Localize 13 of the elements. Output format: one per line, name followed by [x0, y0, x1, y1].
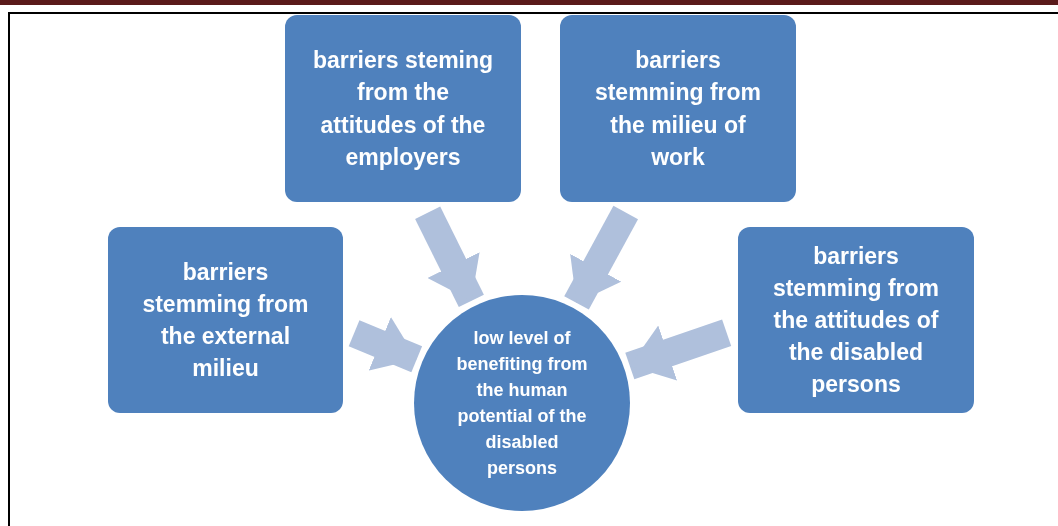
node-text: barriers stemming from the attitudes of the disabled persons [771, 241, 941, 400]
block-arrow [348, 317, 423, 373]
cause-box [285, 15, 521, 202]
cause-box [738, 227, 974, 413]
node-text: barriers stemming from the external milieu [141, 257, 310, 384]
cause-box [560, 15, 796, 202]
node-text: low level of benefiting from the human potential of the disabled persons [455, 326, 589, 481]
block-arrow [415, 206, 484, 308]
node-text: barriers steming from the attitudes of the employers [311, 46, 495, 172]
cause-box [108, 227, 343, 413]
block-arrow [625, 319, 732, 381]
node-text: barriers stemming from the milieu of work [593, 46, 763, 172]
block-arrow [564, 205, 638, 310]
